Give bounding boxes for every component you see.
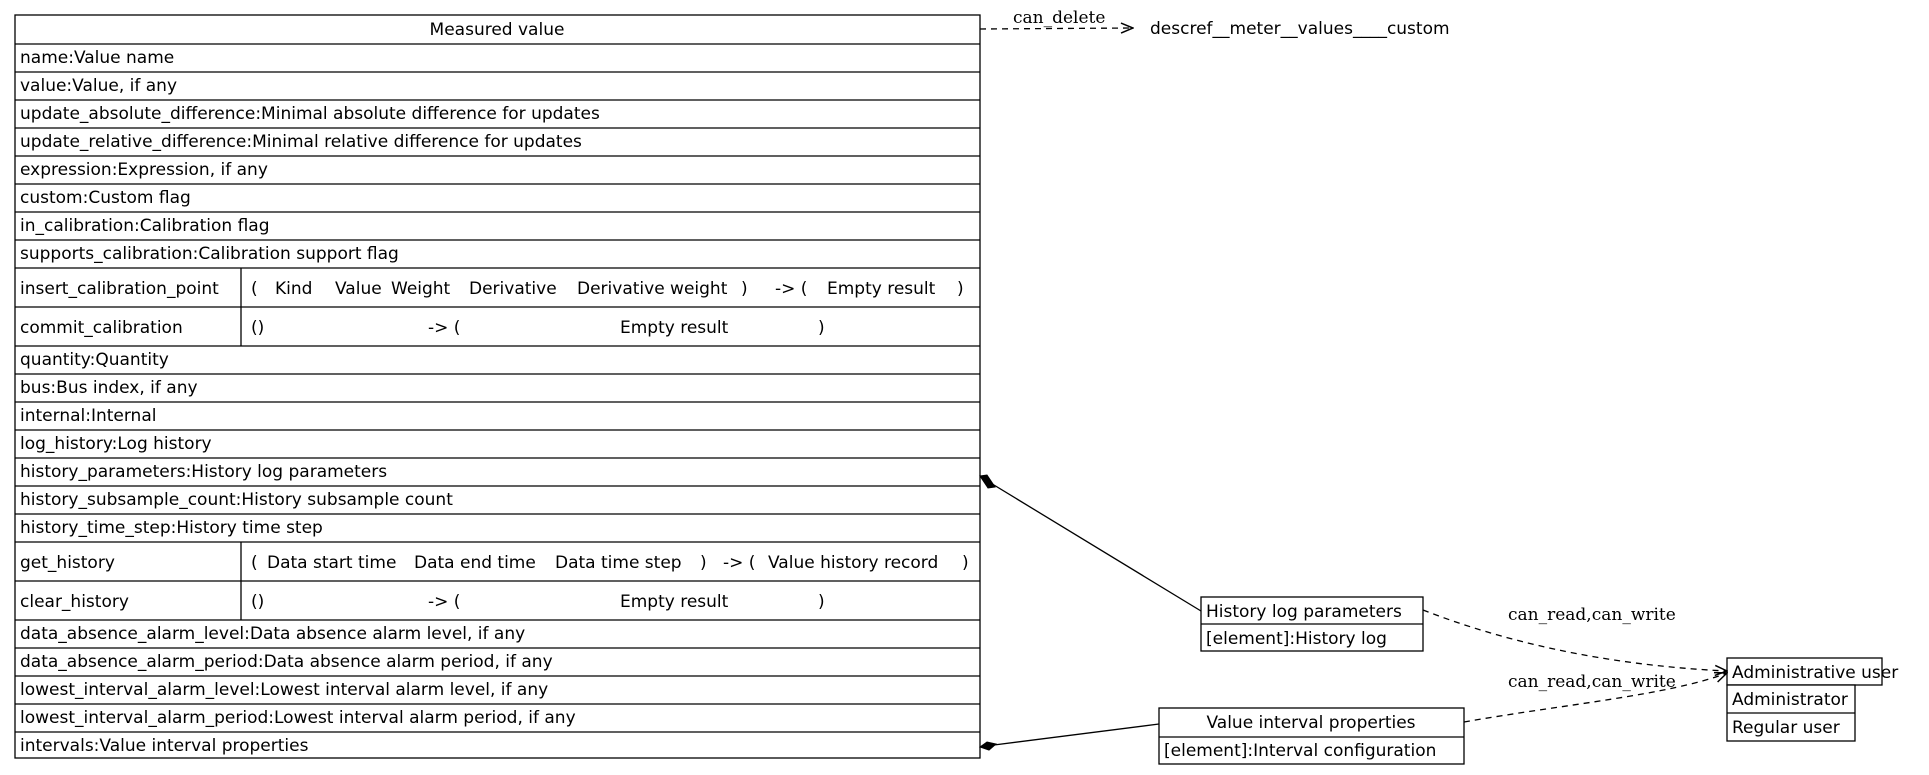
method-result-close: )	[962, 553, 969, 573]
edge-intervals-composition	[978, 723, 1160, 751]
method-result: Empty result	[620, 592, 729, 612]
field-bus: bus:Bus index, if any	[20, 378, 198, 398]
field-data-absence-alarm-level: data_absence_alarm_level:Data absence al…	[20, 624, 525, 644]
method-paren-close: )	[741, 279, 748, 299]
method-param-data-end-time: Data end time	[414, 553, 536, 573]
method-result-close: )	[818, 592, 825, 612]
method-paren-open: (	[251, 279, 258, 299]
method-param-derivative-weight: Derivative weight	[577, 279, 728, 299]
field-lowest-interval-alarm-period: lowest_interval_alarm_period:Lowest inte…	[20, 708, 576, 728]
edge-label: can_delete	[1013, 8, 1105, 28]
row-separators	[15, 43, 980, 733]
value-interval-properties-title: Value interval properties	[1206, 713, 1415, 733]
custom-ref-label: descref__meter__values____custom	[1150, 19, 1450, 39]
field-history-time-step: history_time_step:History time step	[20, 518, 323, 538]
roles-entity: Administrative user Administrator Regula…	[1726, 657, 1898, 742]
history-log-parameters-field: [element]:History log	[1206, 629, 1387, 649]
method-clear-history: clear_history	[20, 592, 129, 612]
edge-intervals-to-roles: can_read,can_write	[1463, 672, 1727, 723]
method-result: Empty result	[827, 279, 936, 299]
method-param-value: Value	[335, 279, 382, 299]
field-update-absolute-difference: update_absolute_difference:Minimal absol…	[20, 104, 600, 124]
field-lowest-interval-alarm-level: lowest_interval_alarm_level:Lowest inter…	[20, 680, 548, 700]
history-log-parameters-title: History log parameters	[1206, 602, 1402, 622]
method-arrow: -> (	[775, 279, 807, 299]
method-paren-close: )	[700, 553, 707, 573]
method-params-empty: ()	[251, 592, 264, 612]
method-arrow: -> (	[428, 592, 460, 612]
value-interval-properties-entity: Value interval properties [element]:Inte…	[1158, 707, 1465, 765]
field-value: value:Value, if any	[20, 76, 177, 96]
entity-title: Measured value	[430, 20, 565, 40]
field-internal: internal:Internal	[20, 406, 156, 426]
edge-label: can_read,can_write	[1508, 672, 1676, 692]
field-log-history: log_history:Log history	[20, 434, 212, 454]
role-administrator: Administrator	[1732, 690, 1848, 710]
method-result-close: )	[818, 318, 825, 338]
method-param-weight: Weight	[391, 279, 451, 299]
measured-value-frame	[14, 14, 981, 759]
method-insert-calibration-point: insert_calibration_point	[20, 279, 219, 299]
method-result-close: )	[957, 279, 964, 299]
field-quantity: quantity:Quantity	[20, 350, 169, 370]
method-paren-open: (	[251, 553, 258, 573]
method-result: Empty result	[620, 318, 729, 338]
field-history-subsample-count: history_subsample_count:History subsampl…	[20, 490, 453, 510]
role-administrative-user: Administrative user	[1732, 663, 1898, 683]
field-custom: custom:Custom flag	[20, 188, 191, 208]
method-param-kind: Kind	[275, 279, 312, 299]
method-params-empty: ()	[251, 318, 264, 338]
field-in-calibration: in_calibration:Calibration flag	[20, 216, 270, 236]
role-regular-user: Regular user	[1732, 718, 1840, 738]
method-commit-calibration: commit_calibration	[20, 318, 183, 338]
composition-diamond-icon	[979, 474, 996, 489]
edge-history-parameters-composition	[979, 474, 1202, 612]
field-update-relative-difference: update_relative_difference:Minimal relat…	[20, 132, 582, 152]
method-arrow: -> (	[723, 553, 755, 573]
method-param-data-start-time: Data start time	[267, 553, 396, 573]
field-data-absence-alarm-period: data_absence_alarm_period:Data absence a…	[20, 652, 553, 672]
edge-history-to-roles: can_read,can_write	[1422, 605, 1727, 671]
edge-can-delete: can_delete	[979, 8, 1133, 29]
method-get-history: get_history	[20, 553, 115, 573]
field-name: name:Value name	[20, 48, 174, 68]
field-history-parameters: history_parameters:History log parameter…	[20, 462, 387, 482]
method-arrow: -> (	[428, 318, 460, 338]
method-result: Value history record	[768, 553, 938, 573]
method-param-derivative: Derivative	[469, 279, 557, 299]
field-supports-calibration: supports_calibration:Calibration support…	[20, 244, 399, 264]
history-log-parameters-entity: History log parameters [element]:History…	[1200, 596, 1424, 652]
composition-diamond-icon	[978, 741, 998, 751]
method-param-data-time-step: Data time step	[555, 553, 682, 573]
field-expression: expression:Expression, if any	[20, 160, 268, 180]
edge-line	[979, 28, 1133, 29]
measured-value-entity: Measured value name:Value name value:Val…	[14, 14, 981, 759]
edge-label: can_read,can_write	[1508, 605, 1676, 625]
field-intervals: intervals:Value interval properties	[20, 736, 309, 756]
value-interval-properties-field: [element]:Interval configuration	[1164, 741, 1436, 761]
